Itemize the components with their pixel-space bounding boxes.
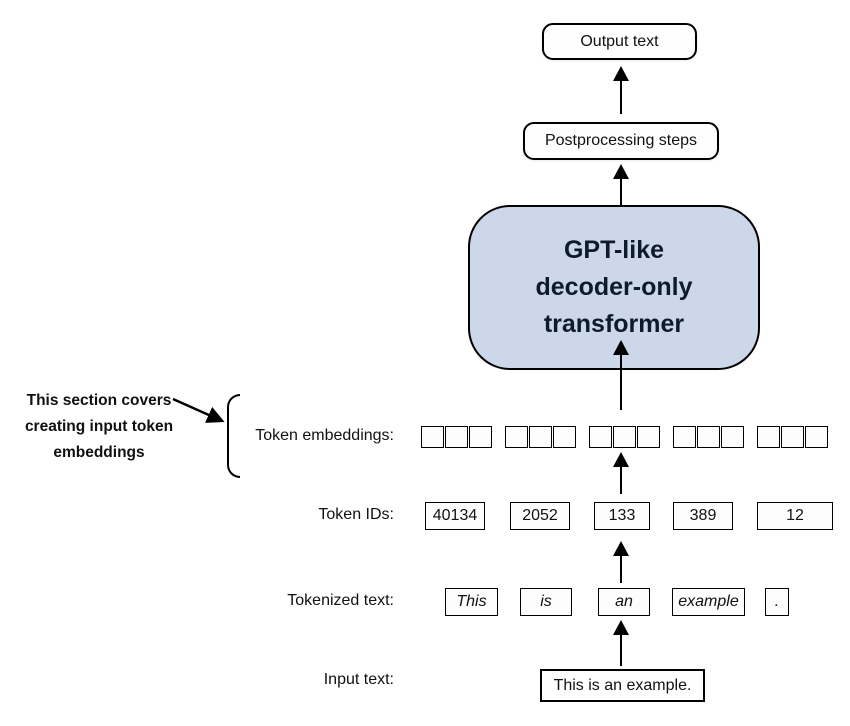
- annotation-line1: This section covers: [26, 392, 172, 409]
- token-box-1: This: [445, 588, 498, 616]
- input-text-box: This is an example.: [540, 669, 705, 702]
- arrowhead-icon: [613, 620, 629, 635]
- arrow-input-to-tokens: [612, 620, 630, 666]
- arrow-transformer-to-postprocessing: [612, 164, 630, 206]
- token-id-box-5: 12: [757, 502, 833, 530]
- token-embeddings-label: Token embeddings:: [255, 427, 394, 444]
- embedding-cell: [637, 426, 660, 448]
- arrow-postprocessing-to-output: [612, 66, 630, 114]
- embedding-cell: [505, 426, 528, 448]
- embedding-cell: [721, 426, 744, 448]
- annotation-line2: creating input token: [24, 418, 174, 435]
- token-embedding-group-2: [505, 426, 576, 448]
- embedding-cell: [553, 426, 576, 448]
- arrow-ids-to-embeddings: [612, 452, 630, 494]
- token-id-box-3: 133: [594, 502, 650, 530]
- arrowhead-icon: [613, 452, 629, 467]
- arrow-tokens-to-ids: [612, 541, 630, 583]
- embedding-cell: [805, 426, 828, 448]
- token-box-4: example: [672, 588, 745, 616]
- annotation-line3: embeddings: [53, 444, 145, 461]
- embedding-cell: [757, 426, 780, 448]
- embedding-cell: [697, 426, 720, 448]
- embedding-cell: [613, 426, 636, 448]
- token-embedding-group-4: [673, 426, 744, 448]
- token-embedding-group-5: [757, 426, 828, 448]
- embedding-cell: [529, 426, 552, 448]
- embedding-cell: [421, 426, 444, 448]
- transformer-label-line1: GPT-like: [563, 236, 665, 264]
- output-text-label: Output text: [580, 32, 659, 50]
- arrowhead-icon: [613, 66, 629, 81]
- output-text-box: Output text: [542, 23, 697, 60]
- token-id-box-2: 2052: [510, 502, 570, 530]
- transformer-label-line2: decoder-only: [535, 273, 693, 301]
- embedding-cell: [589, 426, 612, 448]
- annotation-arrow: [172, 397, 225, 423]
- arrowhead-icon: [613, 340, 629, 355]
- embedding-cell: [445, 426, 468, 448]
- token-box-2: is: [520, 588, 572, 616]
- postprocessing-label: Postprocessing steps: [544, 132, 698, 149]
- token-ids-label: Token IDs:: [318, 506, 394, 523]
- embeddings-bracket: [227, 394, 240, 478]
- token-embedding-group-1: [421, 426, 492, 448]
- arrowhead-icon: [613, 164, 629, 179]
- transformer-label-line3: transformer: [543, 310, 685, 338]
- token-box-3: an: [598, 588, 650, 616]
- embedding-cell: [673, 426, 696, 448]
- token-embedding-group-3: [589, 426, 660, 448]
- input-text-label: Input text:: [323, 671, 394, 688]
- tokenized-text-label: Tokenized text:: [287, 592, 394, 609]
- section-annotation: This section covers creating input token…: [8, 388, 190, 466]
- token-id-box-1: 40134: [425, 502, 485, 530]
- postprocessing-box: Postprocessing steps: [523, 122, 719, 160]
- arrow-embeddings-to-transformer: [612, 340, 630, 410]
- embedding-cell: [469, 426, 492, 448]
- arrowhead-icon: [613, 541, 629, 556]
- embedding-cell: [781, 426, 804, 448]
- token-box-5: .: [765, 588, 789, 616]
- token-id-box-4: 389: [673, 502, 733, 530]
